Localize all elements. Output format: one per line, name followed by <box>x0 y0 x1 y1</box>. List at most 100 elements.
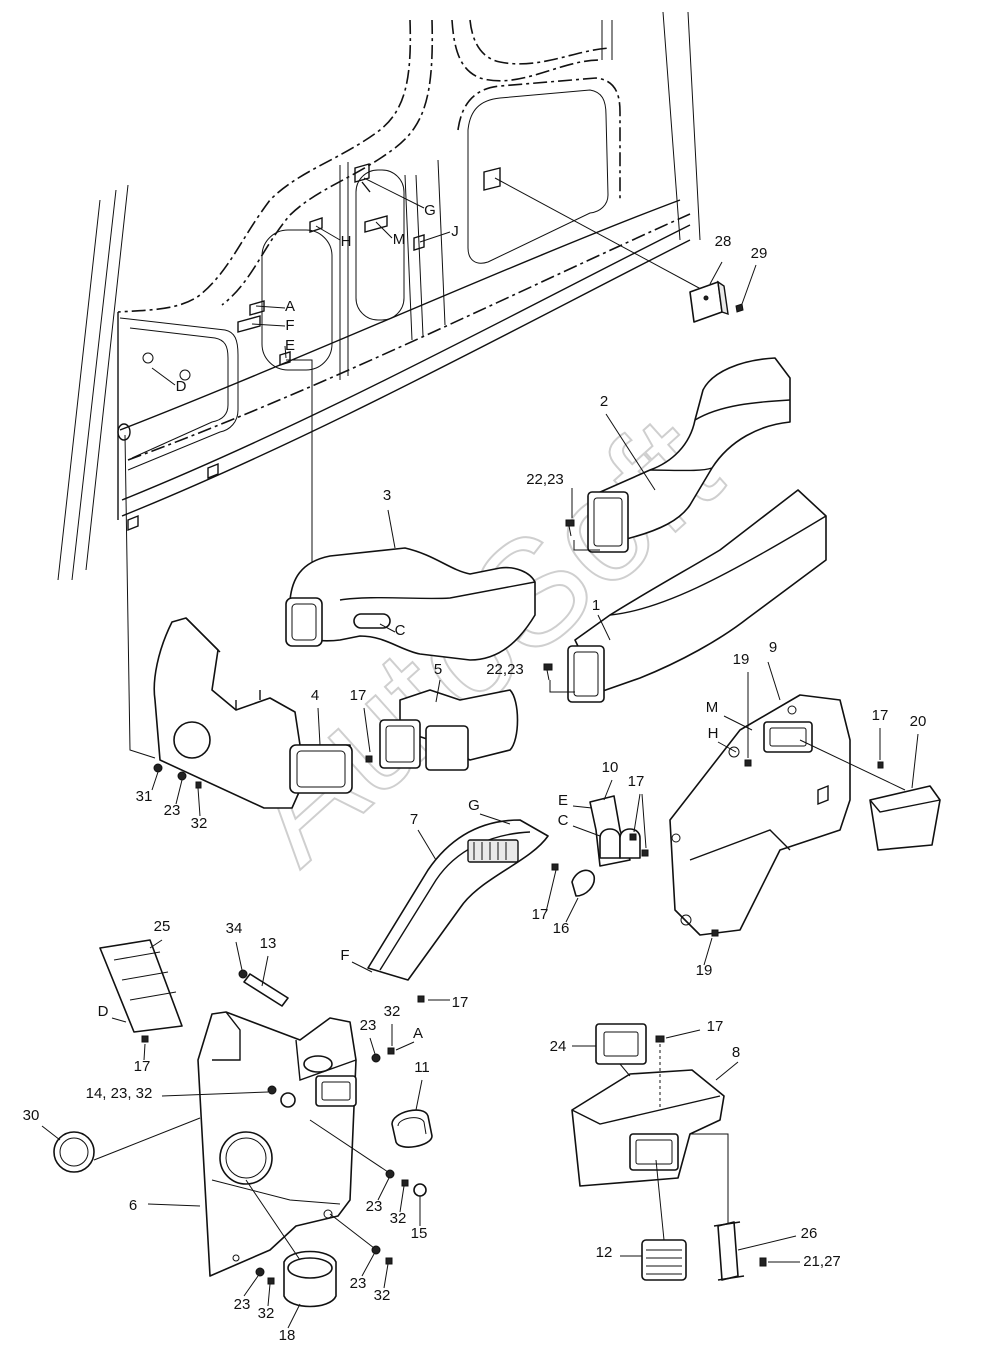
part-11-cap <box>391 1079 433 1148</box>
part-28-pad <box>689 261 729 323</box>
part-26-bracket <box>713 1221 797 1281</box>
callout-c-15: 15 <box>411 1225 428 1242</box>
callout-c-23e: 23 <box>234 1296 251 1313</box>
part-4-duct <box>153 617 353 809</box>
callout-c-M-top: M <box>393 231 406 248</box>
callout-c-30: 30 <box>23 1107 40 1124</box>
callout-c-23a: 23 <box>164 802 181 819</box>
fastener-21-27 <box>759 1257 800 1267</box>
callout-c-17c: 17 <box>628 773 645 790</box>
callout-c-G-low: G <box>468 797 480 814</box>
callout-c-10: 10 <box>602 759 619 776</box>
callout-c-32a: 32 <box>191 815 208 832</box>
top-leaders <box>124 177 713 759</box>
callout-c-23c: 23 <box>366 1198 383 1215</box>
part-18-grommet <box>245 1179 337 1329</box>
part-10-clip <box>572 779 641 867</box>
callout-c-12: 12 <box>596 1244 613 1261</box>
part-2-duct <box>587 357 791 553</box>
part-34-nut <box>235 941 248 979</box>
callout-c-J-top: J <box>451 223 459 240</box>
callout-c-9: 9 <box>769 639 777 656</box>
callout-c-3: 3 <box>383 487 391 504</box>
callout-c-25: 25 <box>154 918 171 935</box>
callout-c-D-low: D <box>98 1003 109 1020</box>
callout-c-A-low: A <box>413 1025 423 1042</box>
fastener-17-g <box>655 1029 701 1043</box>
callout-c-F-low: F <box>340 947 349 964</box>
fastener-14-23-32 <box>161 1085 296 1108</box>
callout-c-20: 20 <box>910 713 927 730</box>
callout-c-8: 8 <box>732 1044 740 1061</box>
callout-c-34: 34 <box>226 920 243 937</box>
part-12-grille <box>620 1159 687 1281</box>
callout-c-29: 29 <box>751 245 768 262</box>
callout-c-F-top: F <box>285 317 294 334</box>
callout-c-17b: 17 <box>350 687 367 704</box>
callout-c-32c: 32 <box>390 1210 407 1227</box>
callout-c-E-low: E <box>558 792 568 809</box>
callout-c-11: 11 <box>414 1059 430 1076</box>
callout-c-6: 6 <box>129 1197 137 1214</box>
fastener-17-d <box>545 863 559 913</box>
callout-c-19b: 19 <box>696 962 713 979</box>
callout-c-2127: 21,27 <box>803 1253 841 1270</box>
callout-c-2223b: 22,23 <box>486 661 524 678</box>
part-8-cover <box>571 1044 739 1226</box>
callout-c-M-bracket: M <box>706 699 719 716</box>
callout-c-23d: 23 <box>350 1275 367 1292</box>
fastener-23-32-15 <box>309 1119 427 1226</box>
callout-c-2: 2 <box>600 393 608 410</box>
callout-c-17g: 17 <box>707 1018 724 1035</box>
callout-c-14-23-32: 14, 23, 32 <box>86 1085 153 1102</box>
callout-c-19a: 19 <box>733 651 750 668</box>
callout-c-26: 26 <box>801 1225 818 1242</box>
callout-c-16: 16 <box>553 920 570 937</box>
callout-c-C-duct: C <box>395 622 406 639</box>
callout-c-17e: 17 <box>452 994 469 1011</box>
fastener-17-e <box>417 995 450 1003</box>
callout-c-23b: 23 <box>360 1017 377 1034</box>
fastener-17-c <box>629 793 649 857</box>
callout-c-H-top: H <box>341 233 352 250</box>
part-16-clip <box>565 869 596 923</box>
callout-c-1: 1 <box>592 597 600 614</box>
fastener-31-23-32 <box>151 763 202 817</box>
callout-c-32e: 32 <box>258 1305 275 1322</box>
callout-c-13: 13 <box>260 935 277 952</box>
callout-c-17a: 17 <box>872 707 889 724</box>
fastener-22-23-b <box>543 663 575 693</box>
callout-c-G-top: G <box>424 202 436 219</box>
callout-c-E-top: E <box>285 337 295 354</box>
callout-c-24: 24 <box>550 1038 567 1055</box>
callout-c-A-top: A <box>285 298 295 315</box>
part-6-panel <box>147 1011 357 1277</box>
callout-c-4: 4 <box>311 687 319 704</box>
callout-c-D-top: D <box>176 378 187 395</box>
callout-c-28: 28 <box>715 233 732 250</box>
fastener-17-f <box>141 1035 149 1061</box>
callout-c-31: 31 <box>136 788 153 805</box>
callout-c-5: 5 <box>434 661 442 678</box>
fastener-23-32-d <box>329 1213 393 1289</box>
part-3-duct <box>285 509 536 661</box>
fastener-17-a <box>877 728 884 769</box>
callout-c-18: 18 <box>279 1327 296 1344</box>
cab-rear-wall <box>57 11 701 581</box>
part-1-duct <box>567 489 827 703</box>
callout-c-7: 7 <box>410 811 418 828</box>
fastener-23-32-e <box>243 1267 275 1307</box>
fastener-19-b <box>703 929 719 966</box>
part-29-screw <box>735 264 757 313</box>
part-13-rod <box>243 955 289 1007</box>
fastener-22-23-a <box>565 488 600 551</box>
fastener-32-23-A <box>369 1024 415 1063</box>
fastener-19-a <box>744 672 752 767</box>
callout-c-H-bracket: H <box>708 725 719 742</box>
callout-c-32d: 32 <box>374 1287 391 1304</box>
part-9-bracket <box>669 661 906 936</box>
part-7-vent-duct <box>351 813 549 981</box>
part-24-bezel <box>572 1023 647 1065</box>
